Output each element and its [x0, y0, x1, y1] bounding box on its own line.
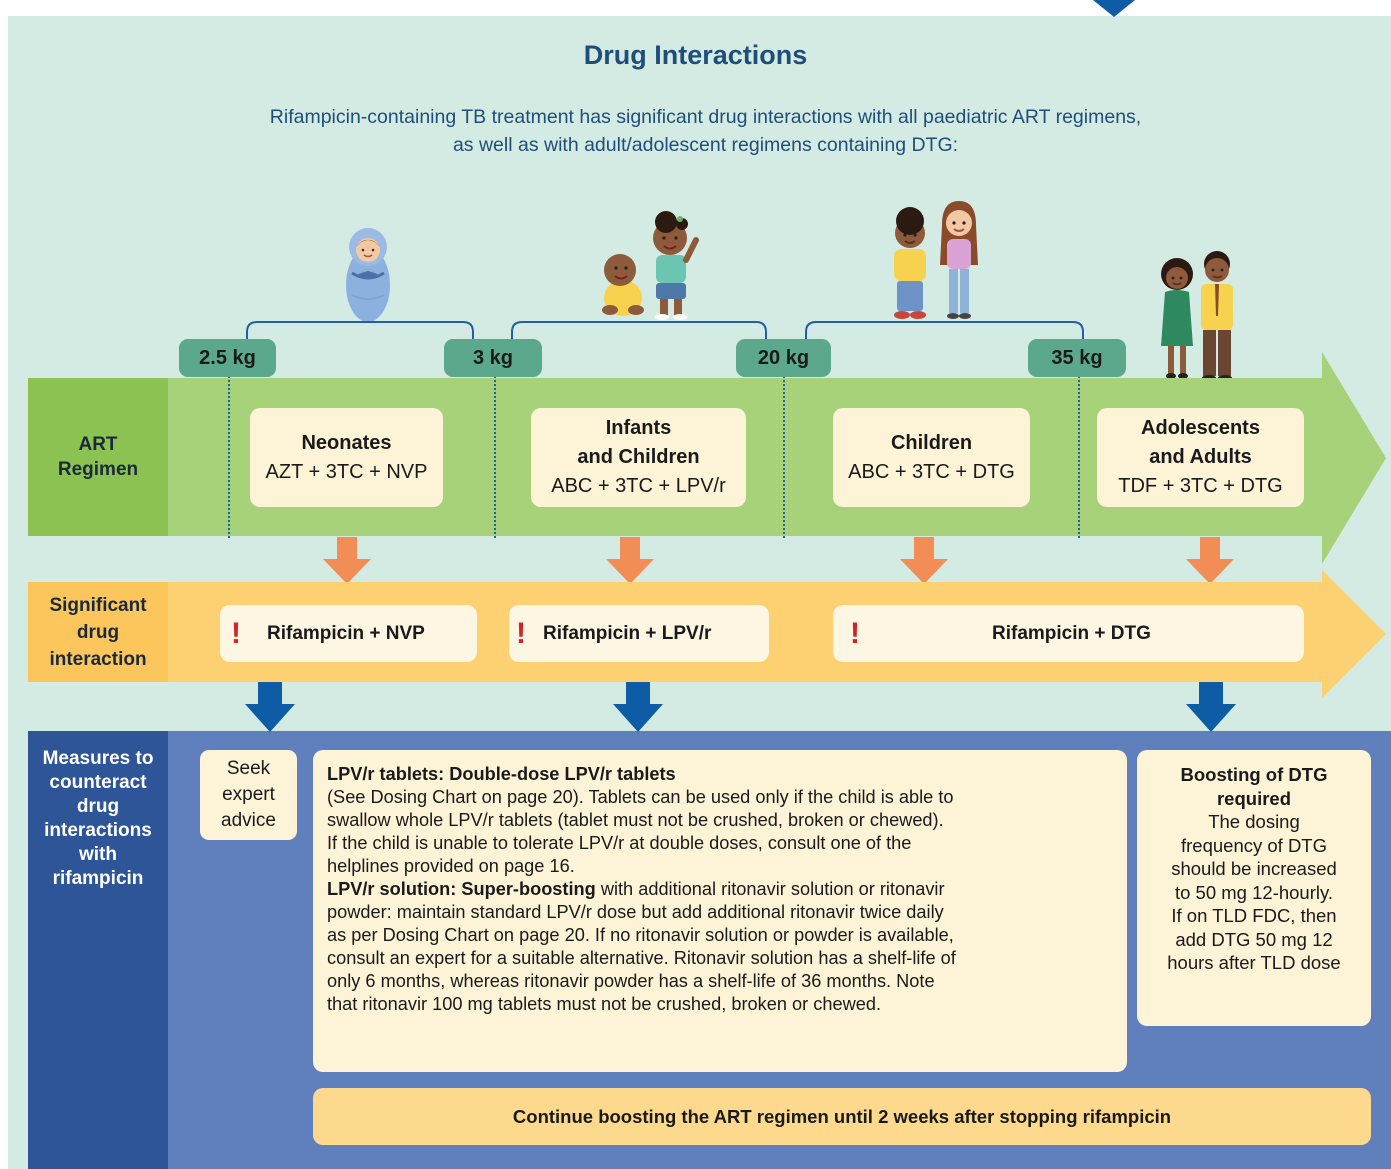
measures-label-line2: counteract	[49, 772, 147, 793]
interaction-text: Rifampicin + DTG	[992, 622, 1151, 644]
regimen-group-line2: and Adults	[1149, 446, 1252, 468]
regimen-drugs: ABC + 3TC + LPV/r	[551, 475, 726, 497]
dtg-heading-2: required	[1216, 787, 1292, 809]
regimen-drugs: TDF + 3TC + DTG	[1118, 475, 1283, 497]
lpv-line-2: swallow whole LPV/r tablets (tablet must…	[327, 810, 944, 830]
measures-label-line6: rifampicin	[52, 868, 144, 889]
measures-label-line1: Measures to	[42, 748, 154, 769]
regimen-box-neonates: Neonates AZT + 3TC + NVP	[250, 408, 443, 507]
dtg-line-6: add DTG 50 mg 12	[1175, 928, 1333, 950]
sol-line-2: as per Dosing Chart on page 20. If no ri…	[327, 925, 954, 945]
sol-line-1: powder: maintain standard LPV/r dose but…	[327, 902, 944, 922]
dtg-line-5: If on TLD FDC, then	[1171, 905, 1337, 926]
dtg-heading-1: Boosting of DTG	[1180, 764, 1328, 785]
seek-line2: expert	[222, 784, 275, 805]
seek-line1: Seek	[226, 758, 271, 779]
lpv-solution-rest: with additional ritonavir solution or ri…	[595, 879, 945, 899]
divider-3kg	[494, 376, 496, 538]
subtitle: Rifampicin-containing TB treatment has s…	[100, 103, 1311, 159]
sol-line-4: only 6 months, whereas ritonavir powder …	[327, 971, 935, 991]
art-regimen-arrow	[28, 352, 1386, 564]
regimen-group: Neonates	[301, 431, 392, 454]
weight-2-5kg: 2.5 kg	[179, 339, 276, 377]
adult-couple-illustration	[1161, 251, 1233, 381]
swaddled-baby-illustration	[346, 228, 390, 322]
orange-down-arrows	[323, 537, 1234, 584]
regimen-drugs: AZT + 3TC + NVP	[265, 460, 428, 483]
interaction-text: Rifampicin + NVP	[267, 622, 425, 644]
art-regimen-label: ART Regimen	[28, 378, 168, 536]
weight-3kg: 3 kg	[444, 339, 542, 377]
significant-interaction-label: Significant drug interaction	[28, 582, 168, 682]
sol-line-3: consult an expert for a suitable alterna…	[327, 948, 956, 968]
subtitle-line-2: as well as with adult/adolescent regimen…	[452, 134, 959, 156]
warning-icon: !	[850, 616, 860, 650]
regimen-group: Infants	[605, 417, 672, 439]
interaction-box-dtg: ! Rifampicin + DTG	[833, 605, 1304, 662]
seek-line3: advice	[221, 810, 276, 831]
regimen-box-infants-children: Infants and Children ABC + 3TC + LPV/r	[531, 408, 746, 507]
lpv-line-4: helplines provided on page 16.	[327, 856, 575, 876]
dtg-boosting-box: Boosting of DTG required The dosing freq…	[1137, 750, 1371, 1026]
subtitle-line-1: Rifampicin-containing TB treatment has s…	[269, 106, 1142, 128]
lpv-tablets-heading: LPV/r tablets: Double-dose LPV/r tablets	[327, 764, 676, 784]
measures-label-line4: interactions	[44, 820, 152, 841]
regimen-box-children: Children ABC + 3TC + DTG	[833, 408, 1030, 507]
regimen-group-line2: and Children	[577, 446, 700, 468]
dtg-line-1: The dosing	[1208, 811, 1300, 832]
dtg-line-2: frequency of DTG	[1180, 834, 1327, 856]
lpv-line-1: (See Dosing Chart on page 20). Tablets c…	[327, 787, 954, 807]
top-pointer-arrow	[1093, 0, 1135, 17]
lpv-solution-heading: LPV/r solution: Super-boosting	[327, 879, 596, 899]
two-children-illustration	[894, 201, 978, 319]
measures-label-line5: with	[79, 844, 117, 865]
divider-2-5kg	[228, 376, 230, 538]
regimen-drugs: ABC + 3TC + DTG	[848, 460, 1015, 483]
measures-label: Measures to counteract drug interactions…	[28, 747, 168, 891]
dtg-line-3: should be increased	[1171, 858, 1337, 879]
warning-icon: !	[516, 616, 526, 650]
dtg-line-4: to 50 mg 12-hourly.	[1174, 881, 1334, 903]
measures-label-bg	[28, 731, 168, 1169]
divider-35kg	[1078, 376, 1080, 538]
sig-label-line2: drug	[76, 621, 120, 643]
art-regimen-label-line2: Regimen	[57, 459, 139, 480]
weight-35kg: 35 kg	[1028, 339, 1126, 377]
dtg-line-7: hours after TLD dose	[1167, 952, 1341, 973]
interaction-box-lpvr: ! Rifampicin + LPV/r	[509, 605, 769, 662]
significant-interaction-arrow	[28, 570, 1386, 698]
lpvr-measures-box: LPV/r tablets: Double-dose LPV/r tablets…	[313, 750, 1127, 1072]
warning-icon: !	[231, 616, 241, 650]
seek-expert-advice-box: Seek expert advice	[200, 750, 297, 840]
regimen-group: Children	[890, 431, 973, 454]
infant-and-toddler-illustration	[602, 211, 699, 320]
interaction-box-nvp: ! Rifampicin + NVP	[220, 605, 477, 662]
divider-20kg	[783, 376, 785, 538]
sol-line-5: that ritonavir 100 mg tablets must not b…	[327, 994, 882, 1014]
regimen-box-adolescents-adults: Adolescents and Adults TDF + 3TC + DTG	[1097, 408, 1304, 507]
page-title: Drug Interactions	[583, 40, 808, 70]
continue-boosting-bar: Continue boosting the ART regimen until …	[313, 1088, 1371, 1145]
blue-down-arrows	[245, 682, 1236, 732]
measures-label-line3: drug	[76, 796, 120, 817]
interaction-text: Rifampicin + LPV/r	[543, 622, 712, 644]
lpv-line-3: If the child is unable to tolerate LPV/r…	[327, 833, 912, 853]
weight-range-brackets	[246, 321, 1084, 348]
lpv-solution-line: LPV/r solution: Super-boosting with addi…	[327, 878, 1127, 901]
regimen-group: Adolescents	[1141, 417, 1260, 439]
continue-boosting-text: Continue boosting the ART regimen until …	[512, 1105, 1172, 1127]
weight-20kg: 20 kg	[736, 339, 831, 377]
art-regimen-label-line1: ART	[78, 434, 118, 455]
sig-label-line3: interaction	[49, 648, 147, 670]
sig-label-line1: Significant	[49, 594, 147, 616]
